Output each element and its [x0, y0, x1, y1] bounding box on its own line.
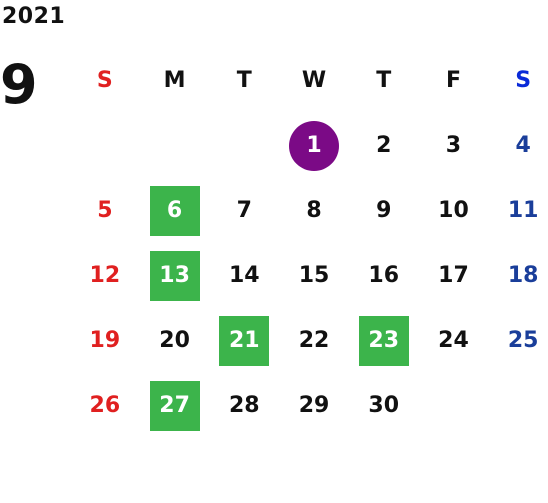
year-label: 2021 [2, 4, 66, 29]
calendar-day-number: 26 [89, 393, 121, 418]
calendar-day-cell[interactable]: 11 [488, 178, 548, 243]
weekday-tuesday: T [236, 68, 252, 93]
calendar-day-cell[interactable]: 19 [70, 308, 140, 373]
calendar-day-cell[interactable]: 22 [279, 308, 349, 373]
calendar-day-cell[interactable]: 27 [140, 373, 210, 438]
calendar-week-row: 26 27 28 29 30 [70, 373, 548, 438]
calendar-day-cell[interactable]: 30 [349, 373, 419, 438]
weekday-header-row: S M T W T F S [70, 48, 548, 113]
calendar-empty-cell [419, 373, 489, 438]
calendar-day-number: 13 [149, 250, 200, 301]
calendar-day-number: 19 [89, 328, 121, 353]
calendar-day-cell[interactable]: 21 [209, 308, 279, 373]
calendar-day-number: 10 [438, 198, 469, 223]
calendar-day-number: 24 [438, 328, 469, 353]
calendar-day-number: 7 [236, 198, 252, 223]
calendar-day-cell[interactable]: 13 [140, 243, 210, 308]
calendar-week-row: 19 20 21 22 23 24 25 [70, 308, 548, 373]
calendar-week-row: 5 6 7 8 9 10 11 [70, 178, 548, 243]
calendar-day-cell[interactable]: 14 [209, 243, 279, 308]
calendar-day-number: 22 [298, 328, 330, 353]
calendar-day-cell[interactable]: 23 [349, 308, 419, 373]
calendar-day-number: 28 [228, 393, 260, 418]
calendar-day-number: 15 [298, 263, 330, 288]
calendar-day-number: 4 [515, 133, 531, 158]
calendar-day-number: 23 [358, 315, 409, 366]
calendar-day-number: 9 [376, 198, 392, 223]
calendar-day-number: 12 [89, 263, 121, 288]
calendar-day-cell[interactable]: 28 [209, 373, 279, 438]
calendar-day-number: 25 [507, 328, 539, 353]
calendar-day-cell[interactable]: 29 [279, 373, 349, 438]
weekday-friday: F [445, 68, 461, 93]
calendar-day-number: 2 [376, 133, 392, 158]
calendar-day-cell[interactable]: 16 [349, 243, 419, 308]
calendar-day-number: 16 [368, 263, 400, 288]
month-number: 9 [0, 53, 38, 116]
calendar-day-cell[interactable]: 24 [419, 308, 489, 373]
weekday-monday: M [163, 68, 186, 93]
calendar-week-row: 12 13 14 15 16 17 18 [70, 243, 548, 308]
calendar-day-cell[interactable]: 2 [349, 113, 419, 178]
weekday-saturday: S [515, 68, 532, 93]
calendar-day-number: 20 [159, 328, 190, 353]
calendar-day-number: 8 [306, 198, 322, 223]
calendar-day-cell[interactable]: 9 [349, 178, 419, 243]
calendar-day-cell[interactable]: 1 [279, 113, 349, 178]
calendar-day-cell[interactable]: 26 [70, 373, 140, 438]
calendar-day-cell[interactable]: 5 [70, 178, 140, 243]
calendar-day-cell[interactable]: 18 [488, 243, 548, 308]
weekday-thursday: T [376, 68, 392, 93]
calendar-day-cell[interactable]: 10 [419, 178, 489, 243]
calendar-day-number: 29 [298, 393, 330, 418]
calendar-day-cell[interactable]: 7 [209, 178, 279, 243]
calendar-day-number: 3 [445, 133, 462, 158]
calendar-day-cell[interactable]: 6 [140, 178, 210, 243]
calendar-day-cell[interactable]: 17 [419, 243, 489, 308]
calendar-empty-cell [209, 113, 279, 178]
weekday-wednesday: W [301, 68, 327, 93]
calendar-day-number: 6 [149, 185, 200, 236]
calendar-empty-cell [488, 373, 548, 438]
calendar-day-number: 14 [228, 263, 260, 288]
calendar-day-cell[interactable]: 20 [140, 308, 210, 373]
calendar-day-number: 1 [289, 120, 340, 171]
calendar-day-cell[interactable]: 12 [70, 243, 140, 308]
weekday-sunday: S [96, 68, 113, 93]
calendar-empty-cell [70, 113, 140, 178]
calendar-day-cell[interactable]: 15 [279, 243, 349, 308]
calendar-week-row: 1 2 3 4 [70, 113, 548, 178]
calendar-day-cell[interactable]: 25 [488, 308, 548, 373]
calendar-day-number: 18 [507, 263, 539, 288]
calendar-day-cell[interactable]: 4 [488, 113, 548, 178]
calendar-day-number: 27 [149, 380, 200, 431]
calendar-day-number: 30 [368, 393, 400, 418]
calendar-day-number: 21 [219, 315, 270, 366]
calendar-empty-cell [140, 113, 210, 178]
calendar-day-cell[interactable]: 8 [279, 178, 349, 243]
calendar-day-number: 5 [97, 198, 113, 223]
calendar-day-number: 11 [507, 198, 539, 223]
calendar-day-cell[interactable]: 3 [419, 113, 489, 178]
calendar-day-number: 17 [438, 263, 469, 288]
